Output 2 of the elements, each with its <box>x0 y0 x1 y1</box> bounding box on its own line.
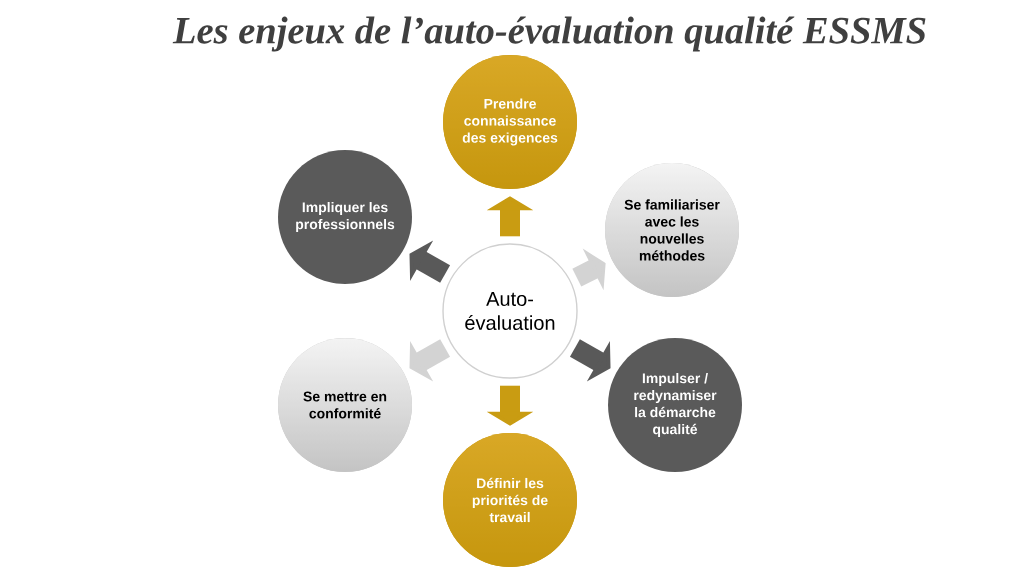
block-arrow <box>409 339 451 382</box>
title: Les enjeux de l’auto-évaluation qualité ESSMS <box>172 16 926 52</box>
